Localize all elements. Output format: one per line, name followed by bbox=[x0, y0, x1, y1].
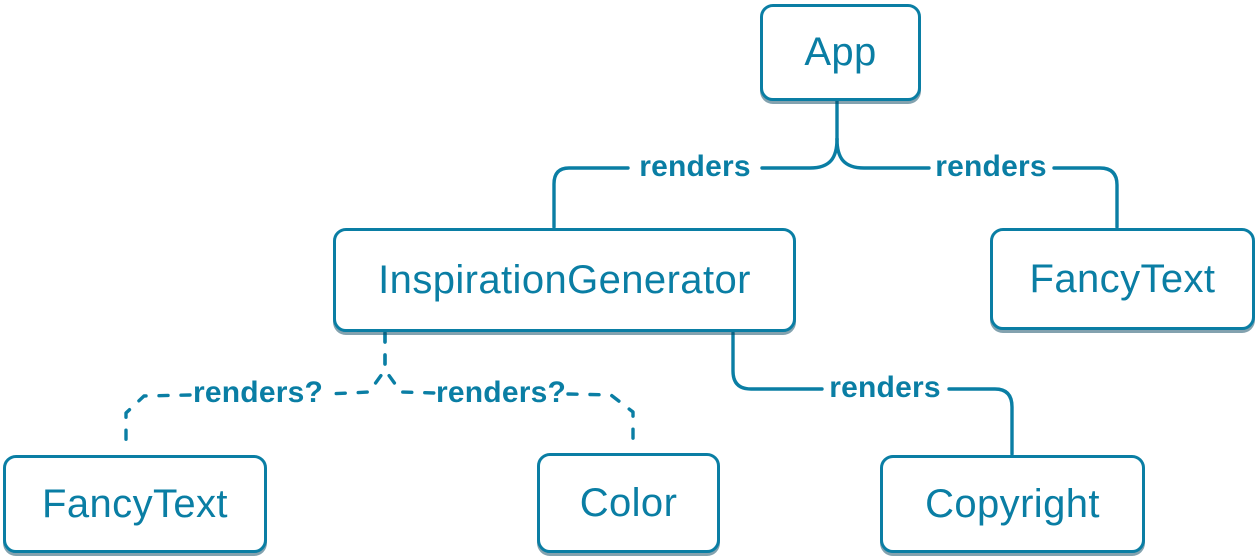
node-fancy-text-bottom: FancyText bbox=[3, 455, 267, 553]
edge-inspirationgenerator-to-copyright-left bbox=[731, 331, 824, 391]
edge-inspirationgenerator-to-color-left bbox=[383, 331, 436, 395]
node-inspiration-generator: InspirationGenerator bbox=[333, 228, 796, 332]
edge-inspirationgenerator-to-fancytext-left bbox=[326, 331, 387, 396]
node-copyright-label: Copyright bbox=[925, 481, 1100, 526]
edge-inspirationgenerator-to-color-right bbox=[566, 392, 635, 452]
edge-app-to-inspirationgenerator-left bbox=[760, 137, 839, 170]
edge-label-app-inspirationgenerator: renders bbox=[639, 150, 751, 183]
edge-inspirationgenerator-to-copyright-right bbox=[947, 387, 1014, 456]
edge-app-to-fancytext-right bbox=[1052, 166, 1119, 229]
edge-app-to-fancytext-left bbox=[835, 137, 931, 170]
node-app: App bbox=[760, 4, 921, 101]
edge-label-app-fancytext: renders bbox=[935, 150, 1047, 183]
edge-label-inspirationgenerator-copyright: renders bbox=[829, 371, 941, 404]
edge-label-inspirationgenerator-color: renders? bbox=[436, 376, 566, 409]
node-app-label: App bbox=[804, 30, 877, 74]
node-color-label: Color bbox=[579, 480, 678, 525]
node-fancy-text-bottom-label: FancyText bbox=[42, 481, 228, 526]
node-copyright: Copyright bbox=[880, 455, 1145, 553]
node-fancy-text-top-label: FancyText bbox=[1029, 256, 1216, 301]
edge-label-inspirationgenerator-fancytext: renders? bbox=[193, 376, 323, 409]
node-color: Color bbox=[537, 453, 720, 553]
edge-app-to-inspirationgenerator-right bbox=[552, 166, 630, 229]
edge-inspirationgenerator-to-fancytext-right bbox=[124, 393, 192, 454]
node-fancy-text-top: FancyText bbox=[990, 228, 1255, 330]
node-inspiration-generator-label: InspirationGenerator bbox=[378, 257, 751, 302]
